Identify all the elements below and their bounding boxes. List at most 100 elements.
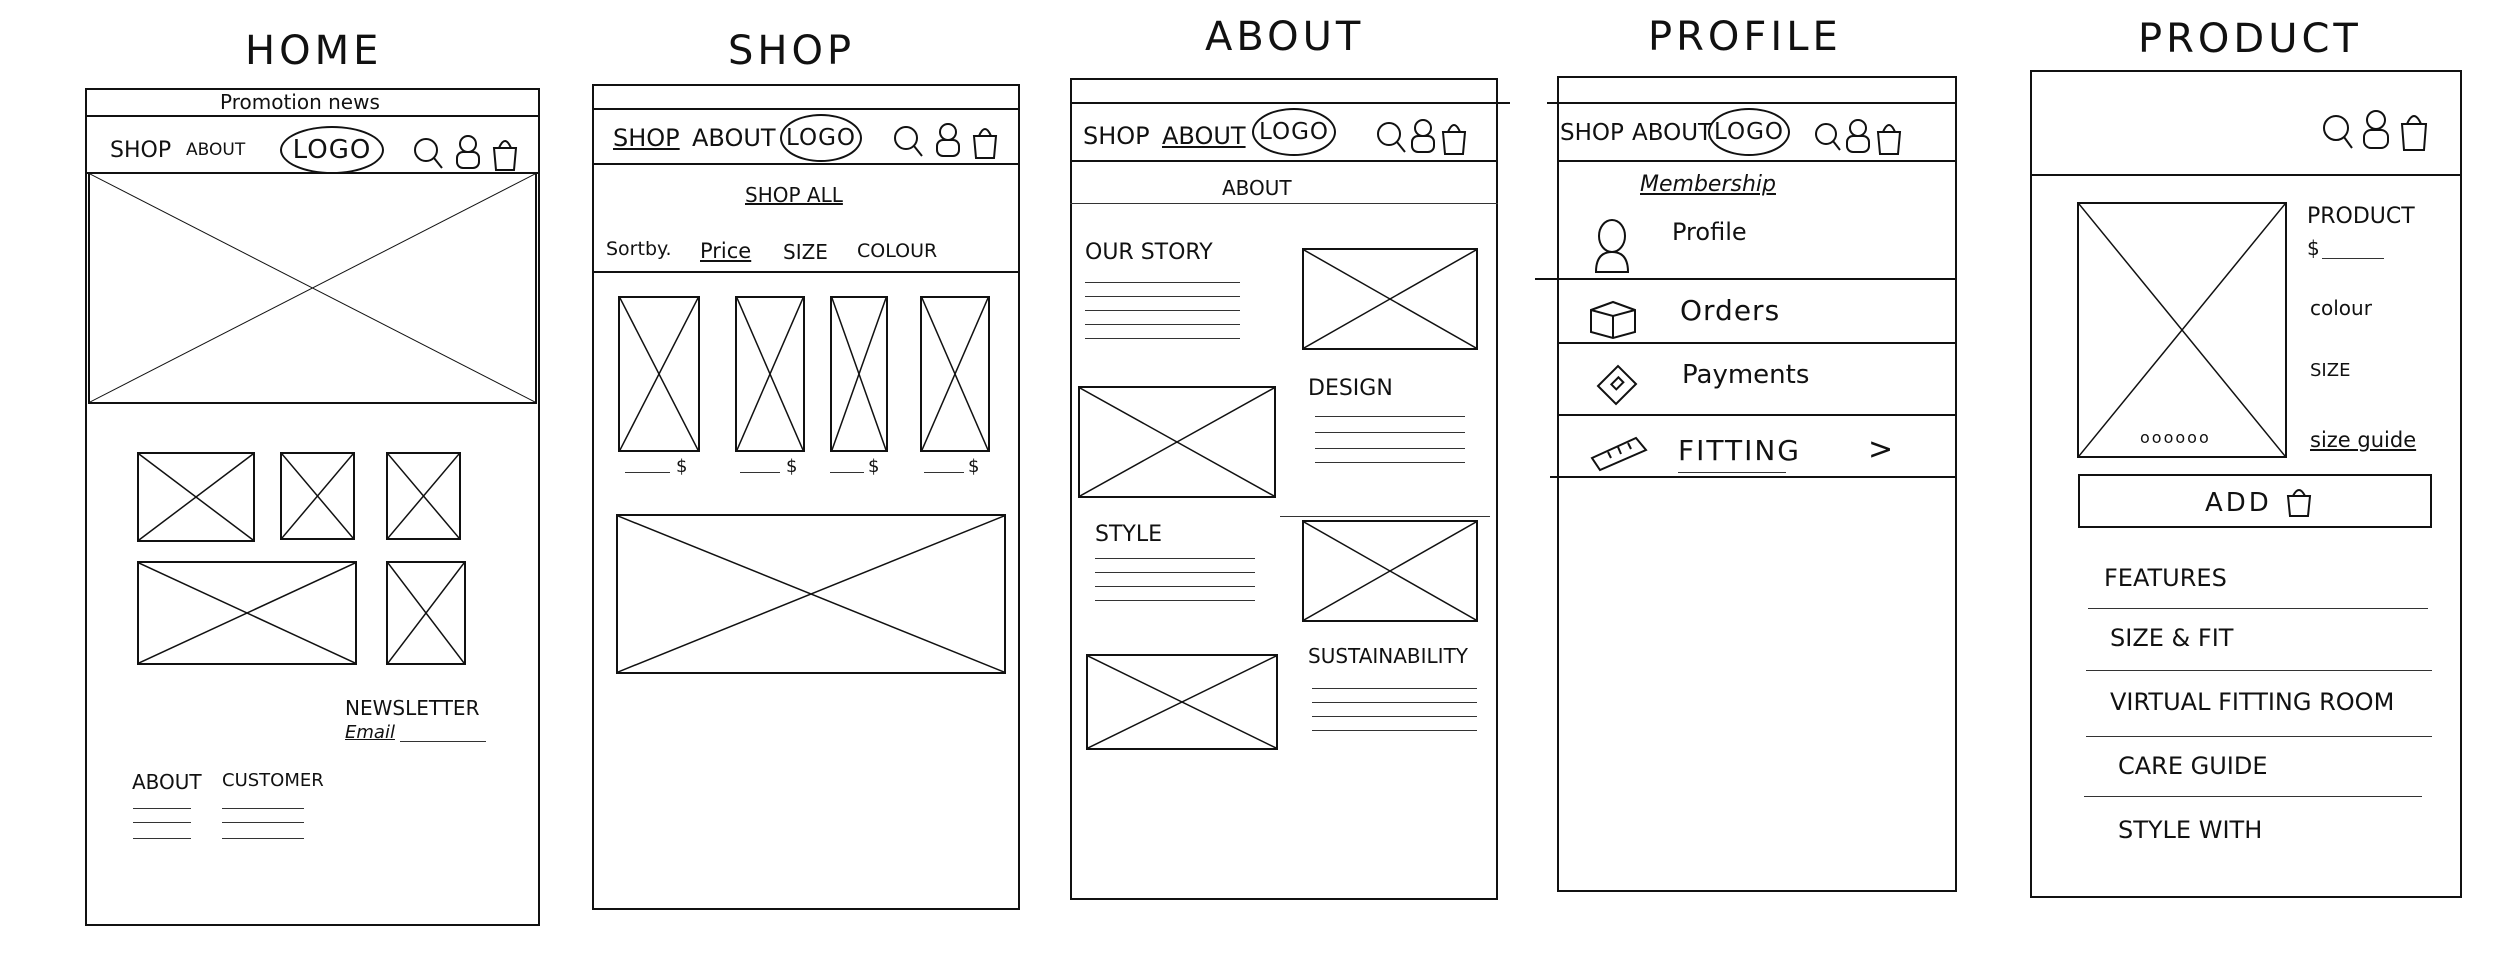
profile-item-label[interactable]: FITTING [1678, 434, 1801, 467]
user-icon[interactable] [1411, 119, 1435, 153]
logo[interactable]: LOGO [1708, 108, 1790, 156]
product-card-image[interactable] [830, 296, 888, 452]
user-icon[interactable] [1846, 119, 1870, 153]
nav-icons [1373, 114, 1488, 160]
bag-icon [2284, 484, 2314, 518]
title-about: ABOUT [1205, 14, 1365, 60]
membership-heading: Membership [1640, 172, 1776, 197]
nav-shop-active[interactable]: SHOP [613, 124, 680, 152]
about-screen [1070, 78, 1498, 900]
home-tile[interactable] [386, 452, 461, 540]
bag-icon[interactable] [972, 128, 998, 159]
nav-about[interactable]: ABOUT [186, 140, 246, 160]
add-label: ADD [2205, 488, 2272, 518]
image-carousel-dots[interactable]: oooooo [2140, 428, 2211, 447]
price-symbol: $ [968, 456, 980, 477]
size-guide-link[interactable]: size guide [2310, 428, 2417, 452]
logo[interactable]: LOGO [1252, 108, 1336, 156]
price-symbol: $ [676, 456, 688, 477]
home-tile[interactable] [280, 452, 355, 540]
nav-icons [1812, 114, 1912, 160]
about-image [1086, 654, 1278, 750]
card-icon [1594, 362, 1640, 406]
product-card-image[interactable] [920, 296, 990, 452]
search-icon[interactable] [1377, 122, 1406, 153]
price-symbol: $ [786, 456, 798, 477]
about-heading: ABOUT [1222, 176, 1292, 200]
box-icon [1585, 294, 1641, 340]
accordion-style-with[interactable]: STYLE WITH [2118, 816, 2263, 844]
about-section-title: STYLE [1095, 522, 1162, 547]
about-image [1302, 248, 1478, 350]
search-icon[interactable] [2323, 115, 2353, 149]
shop-all-heading: SHOP ALL [745, 183, 843, 207]
nav-about[interactable]: ABOUT [692, 124, 776, 152]
shop-screen [592, 84, 1020, 910]
bag-icon[interactable] [1876, 124, 1902, 155]
nav-icons [890, 118, 1005, 164]
footer-customer[interactable]: CUSTOMER [222, 770, 324, 791]
bag-icon[interactable] [1441, 124, 1467, 155]
newsletter-label: NEWSLETTER [345, 696, 480, 720]
title-shop: SHOP [728, 28, 856, 74]
nav-about-active[interactable]: ABOUT [1162, 122, 1246, 150]
product-name: PRODUCT [2307, 204, 2415, 229]
accordion-care-guide[interactable]: CARE GUIDE [2118, 752, 2268, 780]
about-image [1078, 386, 1276, 498]
shop-banner-image[interactable] [616, 514, 1006, 674]
home-tile[interactable] [137, 561, 357, 665]
chevron-right-icon[interactable]: > [1868, 432, 1894, 467]
nav-about[interactable]: ABOUT [1632, 120, 1713, 146]
about-section-title: DESIGN [1308, 376, 1393, 401]
home-hero-image [88, 172, 537, 404]
ruler-icon [1588, 432, 1650, 472]
profile-item-label[interactable]: Payments [1682, 360, 1810, 390]
user-icon[interactable] [2363, 110, 2389, 149]
about-section-title: SUSTAINABILITY [1308, 644, 1469, 668]
nav-shop[interactable]: SHOP [1560, 120, 1624, 146]
title-home: HOME [245, 28, 383, 74]
nav-icons [410, 130, 525, 176]
accordion-virtual-fitting[interactable]: VIRTUAL FITTING ROOM [2110, 688, 2395, 716]
accordion-size-fit[interactable]: SIZE & FIT [2110, 624, 2234, 652]
filter-colour[interactable]: COLOUR [857, 240, 938, 262]
size-option[interactable]: SIZE [2310, 360, 2351, 381]
user-icon [1592, 216, 1632, 274]
nav-shop[interactable]: SHOP [1083, 122, 1150, 150]
email-field[interactable]: Email [345, 722, 395, 743]
profile-item-label[interactable]: Orders [1680, 294, 1781, 327]
title-product: PRODUCT [2138, 16, 2362, 62]
bag-icon[interactable] [2400, 115, 2428, 151]
nav-shop[interactable]: SHOP [110, 138, 172, 163]
about-image [1302, 520, 1478, 622]
user-icon[interactable] [936, 123, 960, 157]
logo[interactable]: LOGO [780, 114, 862, 162]
product-card-image[interactable] [735, 296, 805, 452]
home-screen [85, 88, 540, 926]
profile-item-label[interactable]: Profile [1672, 218, 1747, 246]
filter-price[interactable]: Price [700, 239, 752, 263]
footer-about[interactable]: ABOUT [132, 770, 202, 794]
title-profile: PROFILE [1648, 14, 1842, 60]
bag-icon[interactable] [492, 140, 518, 171]
about-section-title: OUR STORY [1085, 240, 1213, 265]
home-tile[interactable] [386, 561, 466, 665]
profile-screen [1557, 76, 1957, 892]
nav-icons [2318, 104, 2433, 156]
promotion-banner[interactable]: Promotion news [220, 90, 380, 114]
search-icon[interactable] [414, 138, 443, 169]
home-tile[interactable] [137, 452, 255, 542]
accordion-features[interactable]: FEATURES [2104, 564, 2227, 592]
search-icon[interactable] [894, 126, 923, 157]
sortby-label: Sortby. [606, 238, 672, 260]
search-icon[interactable] [1815, 123, 1841, 151]
colour-option[interactable]: colour [2310, 296, 2372, 320]
add-to-bag-button[interactable] [2078, 474, 2432, 528]
filter-size[interactable]: SIZE [783, 240, 828, 264]
product-price: $ [2307, 236, 2320, 260]
logo[interactable]: LOGO [280, 126, 384, 174]
user-icon[interactable] [456, 135, 480, 169]
product-card-image[interactable] [618, 296, 700, 452]
price-symbol: $ [868, 456, 880, 477]
product-main-image[interactable] [2077, 202, 2287, 458]
